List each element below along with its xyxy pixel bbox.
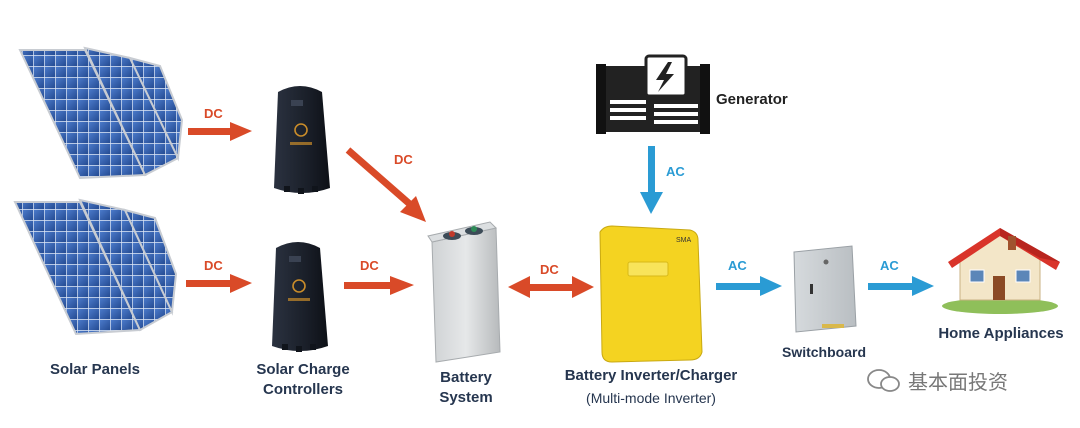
label-battery-line2: System: [439, 389, 493, 406]
arrow-dc-panel-top: [188, 122, 252, 141]
battery-icon: [427, 221, 501, 363]
charge-controller-bottom: [272, 242, 328, 352]
svg-text:SMA: SMA: [676, 237, 692, 244]
house-icon: [942, 228, 1060, 314]
arrow-ac-switchboard-to-home: [868, 276, 934, 296]
label-home-appliances: Home Appliances: [938, 325, 1064, 342]
flow-label-ac-1: AC: [666, 164, 685, 179]
label-generator: Generator: [716, 91, 788, 108]
arrow-dc-controller-bottom-to-battery: [344, 276, 414, 295]
flow-label-ac-3: AC: [880, 258, 899, 273]
solar-panel-bottom: [13, 198, 178, 336]
flow-label-dc-2: DC: [394, 152, 413, 167]
flow-label-dc-5: DC: [540, 262, 559, 277]
label-battery-system: Battery System: [396, 368, 536, 408]
label-switchboard: Switchboard: [781, 344, 866, 360]
chat-bubbles-icon: [867, 368, 900, 392]
arrow-dc-battery-inverter: [508, 276, 594, 298]
flow-label-dc-1: DC: [204, 106, 223, 121]
charge-controller-top: [274, 86, 330, 194]
inverter-icon: SMA: [599, 225, 703, 363]
solar-panel-top: [18, 46, 184, 180]
flow-label-dc-3: DC: [204, 258, 223, 273]
arrow-ac-generator-to-inverter: [640, 146, 663, 214]
arrow-ac-inverter-to-switchboard: [716, 276, 782, 296]
switchboard-icon: [793, 245, 857, 333]
label-charge-controllers: Solar Charge Controllers: [228, 360, 378, 400]
generator-icon: [596, 54, 710, 134]
watermark-text: 基本面投资: [908, 372, 1008, 394]
flow-label-ac-2: AC: [728, 258, 747, 273]
arrow-dc-controller-top-to-battery: [345, 147, 426, 222]
label-charge-controllers-line1: Solar Charge: [256, 361, 350, 378]
label-battery-line1: Battery: [440, 369, 492, 386]
arrow-dc-panel-bottom: [186, 274, 252, 293]
flow-label-dc-4: DC: [360, 258, 379, 273]
label-charge-controllers-line2: Controllers: [262, 381, 343, 398]
watermark: 基本面投资: [866, 366, 1008, 395]
label-inverter: Battery Inverter/Charger: [564, 367, 738, 384]
label-solar-panels: Solar Panels: [49, 361, 141, 378]
label-inverter-sub: (Multi-mode Inverter): [586, 390, 716, 406]
